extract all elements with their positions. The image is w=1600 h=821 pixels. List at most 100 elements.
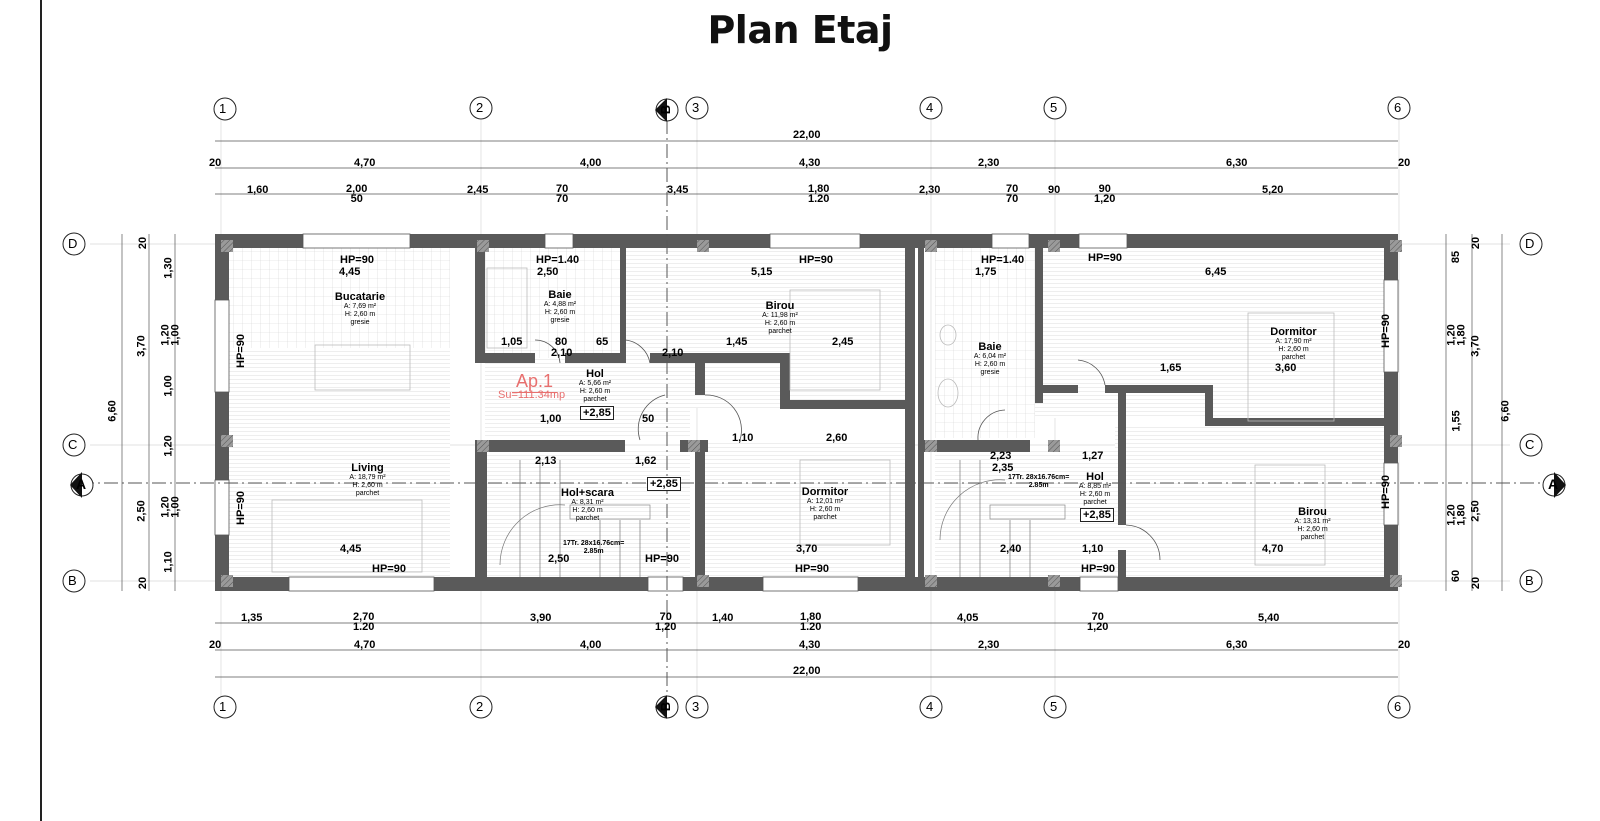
dim-right-axis: 20 [1470,576,1483,590]
structural-columns [221,240,1402,587]
dim-right-total: 6,60 [1499,400,1512,422]
dim-left-opening: 1,30 [162,257,175,279]
dim-top-opening: 5,20 [1262,184,1284,196]
dim-top-axis: 20 [209,157,222,169]
dim-right-axis: 2,50 [1469,500,1482,522]
window-height-label: HP=90 [645,553,679,565]
dim-right-opening: 85 [1450,250,1463,264]
room-hol-1: Hol A: 5,66 m² H: 2,60 m parchet [578,368,612,403]
grid-label-1: 1 [219,101,227,116]
room-dormitor-1: Dormitor A: 12,01 m² H: 2,60 m parchet [801,486,849,521]
grid-label-2: 2 [476,100,484,115]
dim-bottom-axis: 4,00 [580,639,602,651]
apartment-area: Su=111.34mp [498,389,566,401]
dim-bottom-opening: 1,40 [712,612,734,624]
room-bucatarie: Bucatarie A: 7,69 m² H: 2,60 m gresie [334,291,386,326]
section-marker-a-left: A [76,476,87,492]
dim-top-opening: 2,45 [467,184,489,196]
furniture [271,267,1335,573]
grid-label-4-bottom: 4 [926,699,934,714]
dim-bottom-opening: 1,35 [241,612,263,624]
dim-bottom-total: 22,00 [793,665,821,677]
dim-left-total: 6,60 [106,400,119,422]
stairs-1 [499,460,651,577]
room-baie-2: Baie A: 6,04 m² H: 2,60 m gresie [973,341,1007,376]
dim-left-opening: 1,00 [162,375,175,397]
section-lines [80,120,1552,700]
dim-left-axis: 20 [137,236,150,250]
grid-label-3: 3 [692,100,700,115]
dim-top-axis: 6,30 [1226,157,1248,169]
dim-top-axis: 4,00 [580,157,602,169]
stairs-2 [939,460,1066,577]
dim-right-axis: 20 [1470,236,1483,250]
section-marker-b-bottom: B [658,701,674,712]
level-marker: +2,85 [647,477,681,491]
apartment-name: Ap.1 [512,371,558,393]
dim-top-axis: 20 [1398,157,1411,169]
dim-top-total: 22,00 [793,129,821,141]
grid-label-2-bottom: 2 [476,699,484,714]
dim-bottom-axis: 2,30 [978,639,1000,651]
dim-top-axis: 4,30 [799,157,821,169]
stair-annotation: 17Tr. 28x16.76cm=2.85m [1008,474,1070,489]
grid-label-5: 5 [1050,100,1058,115]
grid-label-d: D [68,236,78,251]
dim-right-axis: 3,70 [1469,335,1482,357]
grid-label-4: 4 [926,100,934,115]
dim-left-axis: 20 [137,576,150,590]
window-height-label: HP=90 [795,563,829,575]
grid-label-c-right: C [1525,437,1535,452]
dim-bottom-axis: 4,30 [799,639,821,651]
room-hol-scara: Hol+scara A: 8,31 m² H: 2,60 m parchet [561,487,614,522]
dim-bottom-axis: 6,30 [1226,639,1248,651]
grid-label-3-bottom: 3 [692,699,700,714]
room-dormitor-2: Dormitor A: 17,90 m² H: 2,60 m parchet [1270,326,1317,361]
room-hol-2: Hol A: 8,85 m² H: 2,60 m parchet [1078,471,1112,506]
dim-right-opening: 60 [1450,569,1463,583]
section-marker-b-top: B [658,104,674,115]
grid-label-b: B [68,573,77,588]
window-height-label: HP=90 [234,334,247,368]
window-height-label: HP=90 [1088,252,1122,264]
window-height-label: HP=90 [1379,475,1392,509]
dim-bottom-opening: 3,90 [530,612,552,624]
grid-label-1-bottom: 1 [219,699,227,714]
dim-bottom-axis: 20 [209,639,222,651]
level-marker: +2,85 [580,406,614,420]
window-height-label: HP=1.40 [981,254,1025,266]
doors [534,339,1161,561]
grid-label-6: 6 [1394,100,1402,115]
dim-left-axis: 3,70 [135,335,148,357]
dim-bottom-opening: 4,05 [957,612,979,624]
window-height-label: HP=1.40 [536,254,580,266]
window-height-label: HP=90 [234,491,247,525]
room-baie-1: Baie A: 4,88 m² H: 2,60 m gresie [543,289,577,324]
window-height-label: HP=90 [340,254,374,266]
window-height-label: HP=90 [1379,314,1392,348]
window-height-label: HP=90 [1081,563,1115,575]
dim-top-axis: 2,30 [978,157,1000,169]
room-birou-2: Birou A: 13,31 m² H: 2,60 m parchet [1294,506,1331,541]
dim-right-opening: 1,55 [1450,410,1463,432]
dim-bottom-opening: 5,40 [1258,612,1280,624]
level-marker: +2,85 [1080,508,1114,522]
dim-top-opening: 3,45 [667,184,689,196]
dim-left-opening: 1,10 [162,551,175,573]
dim-bottom-axis: 20 [1398,639,1411,651]
dim-top-axis: 4,70 [354,157,376,169]
grid-label-5-bottom: 5 [1050,699,1058,714]
